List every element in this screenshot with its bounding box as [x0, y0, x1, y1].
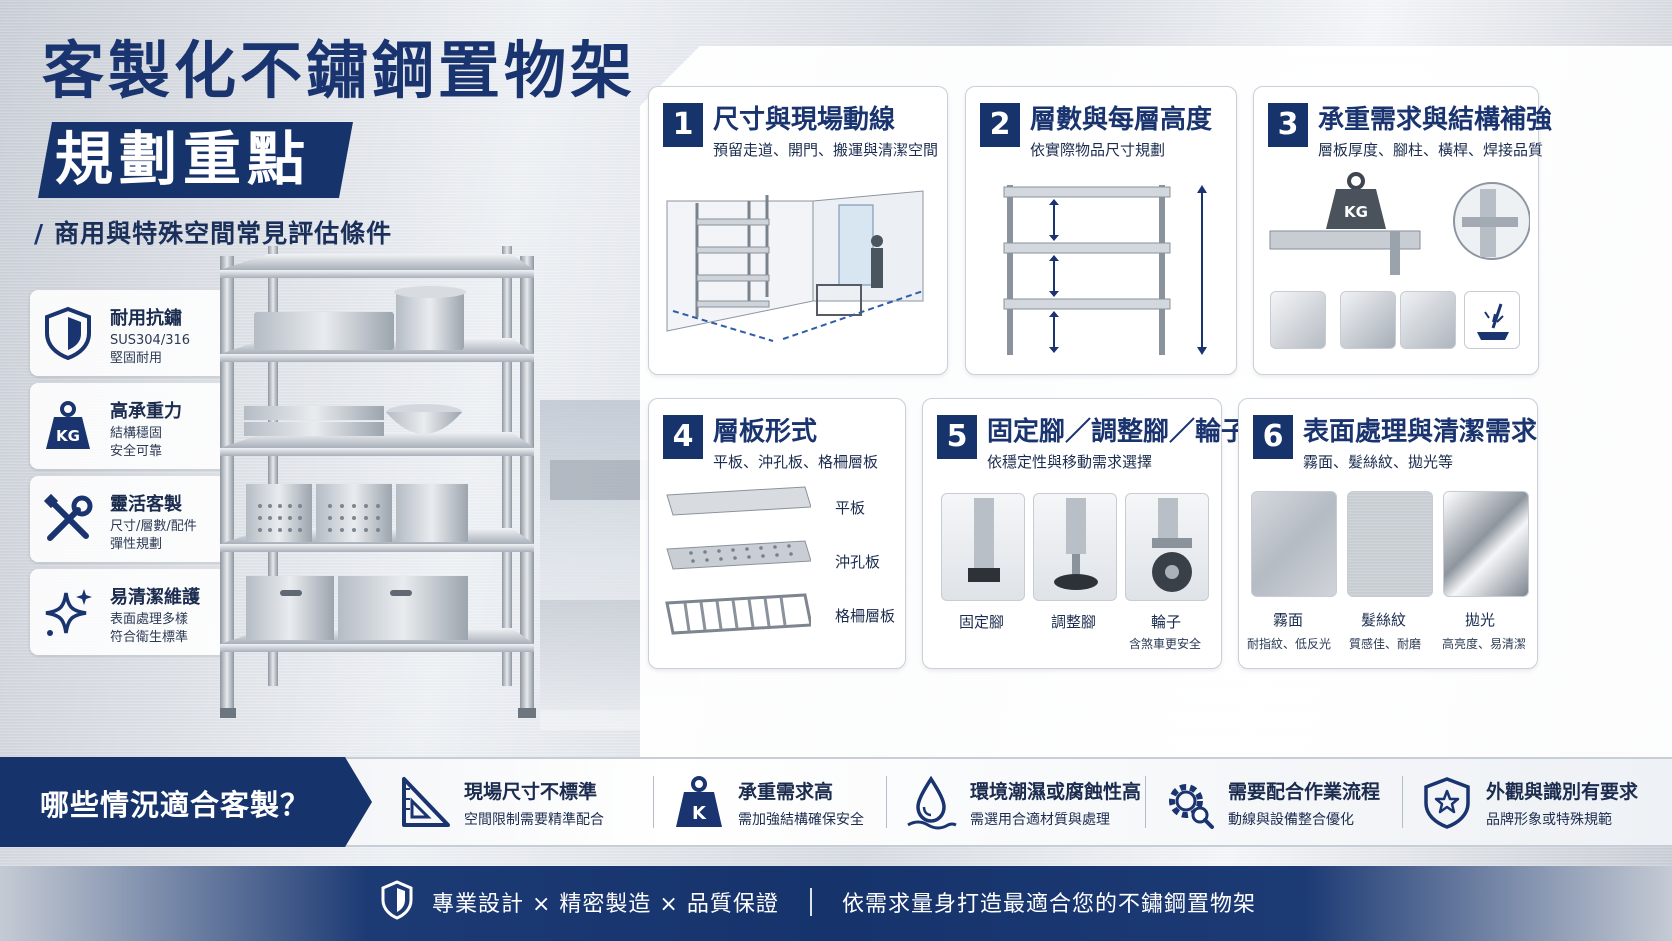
card-load-structure: 3 承重需求與結構補強 層板厚度、腳柱、橫桿、焊接品質 KG: [1253, 86, 1552, 375]
thumb-welding: [1464, 291, 1520, 349]
load-weight-illustration: KG: [1269, 172, 1530, 275]
feature-high-load: KG 高承重力 結構穩固安全可靠: [30, 383, 226, 469]
welding-icon: [1477, 303, 1509, 340]
shelf-height-illustration: [1003, 185, 1207, 355]
ruler-triangle-icon: [402, 777, 450, 827]
shelf-type-illustration: [665, 486, 811, 635]
feature-easy-clean: 易清潔維護 表面處理多樣符合衛生標準: [30, 569, 226, 655]
card-shelf-type: 4 層板形式 平板、沖孔板、格柵層板 平板 沖孔板 格柵層板: [648, 398, 906, 669]
band-divider: [886, 776, 887, 828]
card-layers-height: 2 層數與每層高度 依實際物品尺寸規劃: [965, 86, 1237, 375]
footer-bar: [0, 866, 1672, 941]
thumb-adjustable-foot: [1033, 493, 1117, 601]
svg-text:KG: KG: [56, 427, 80, 445]
title-highlight-box: [38, 122, 353, 198]
swatch-hairline: [1347, 491, 1433, 597]
footer-slogan: 依需求量身打造最適合您的不鏽鋼置物架: [842, 892, 1257, 917]
band-heading: 哪些情況適合客製？: [40, 788, 311, 822]
sparkle-icon: [45, 589, 92, 636]
card-size-and-flow: 1 尺寸與現場動線 預留走道、開門、搬運與清潔空間: [648, 86, 948, 375]
shelf-illustration: [220, 246, 536, 718]
room-layout-illustration: [666, 190, 924, 342]
water-drop-icon: [907, 775, 957, 830]
thumb-shelf-thickness: [1270, 291, 1326, 349]
band-divider: [1402, 776, 1403, 828]
thumb-fixed-foot: [941, 493, 1025, 601]
footer-tagline: 專業設計 × 精密製造 × 品質保證: [432, 892, 779, 917]
band-divider: [653, 776, 654, 828]
shield-icon: [45, 306, 91, 360]
wrench-screwdriver-icon: [43, 493, 93, 541]
swatch-matte: [1251, 491, 1337, 597]
shield-star-icon: [1424, 777, 1470, 829]
svg-text:KG: KG: [1344, 203, 1368, 221]
feature-flexible-custom: 靈活客製 尺寸/層數/配件彈性規劃: [30, 476, 226, 562]
thumb-crossbar: [1400, 291, 1456, 349]
weight-kg-icon: KG: [46, 401, 90, 449]
weight-k-icon: K: [676, 776, 722, 827]
card-feet-casters: 5 固定腳／調整腳／輪子 依穩定性與移動需求選擇 固定腳 調整腳 輪子 含煞車更…: [922, 398, 1247, 669]
band-heading-box: [0, 757, 372, 847]
shield-icon: [381, 880, 413, 920]
band-divider: [1145, 776, 1146, 828]
thumb-caster: [1125, 493, 1209, 601]
page-title: 客製化不鏽鋼置物架: [42, 34, 637, 107]
gear-search-icon: [1169, 784, 1214, 829]
page-subtitle: /商用與特殊空間常見評估條件: [34, 219, 393, 248]
card-surface-finish: 6 表面處理與清潔需求 霧面、髮絲紋、拋光等 霧面 髮絲紋 拋光 耐指紋、低反光…: [1238, 398, 1538, 669]
footer-divider: [810, 888, 812, 916]
thumb-leg-post: [1340, 291, 1396, 349]
swatch-polished: [1443, 491, 1529, 597]
svg-text:K: K: [692, 803, 707, 824]
title-highlight: 規劃重點: [55, 125, 312, 193]
